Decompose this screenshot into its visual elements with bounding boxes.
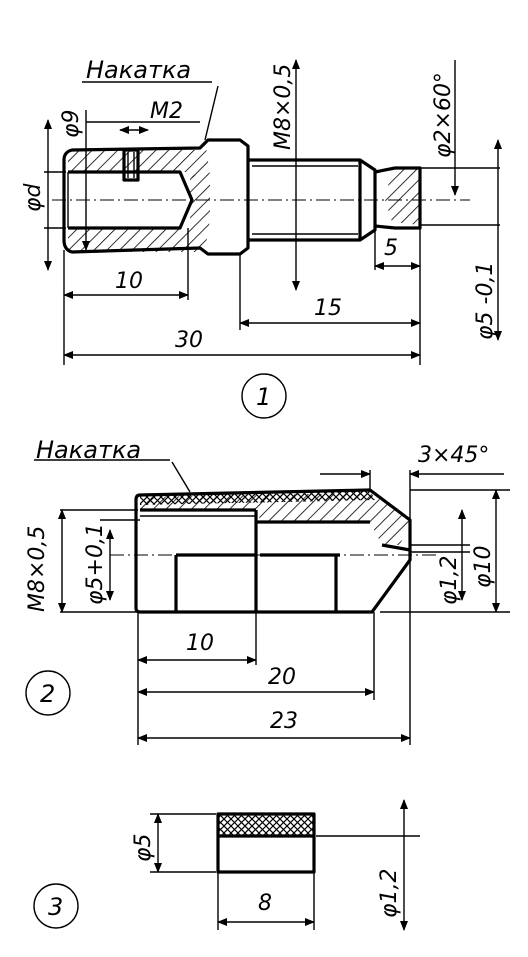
part1-knurl-label: Накатка (86, 56, 191, 84)
part1-number-circle (241, 373, 287, 419)
part2-dim-10: 10 (186, 631, 214, 656)
part1-head-outline (62, 138, 250, 256)
part1-tip (374, 166, 422, 230)
part1-dim-10: 10 (115, 269, 143, 294)
part1-dim-15: 15 (314, 296, 342, 321)
part2-dim-bore: φ5+0,1 (83, 523, 108, 605)
part-3: φ5 φ1,2 8 3 (33, 799, 420, 931)
part2-number-circle (25, 670, 71, 716)
part1-dim-phi5: φ5 -0,1 (473, 262, 498, 340)
part1-dim-chamfer-hole: φ2×60° (431, 72, 456, 158)
part2-dim-hole: φ1,2 (437, 556, 462, 606)
part1-dim-5: 5 (384, 236, 398, 261)
part2-dim-23: 23 (270, 709, 298, 734)
part1-m2-hole (122, 148, 140, 182)
part-1: φd φ9 M2 Накатка M8×0,5 φ2×60° φ5 -0,1 1… (21, 56, 502, 419)
part2-knurl-label: Накатка (36, 436, 141, 464)
part3-knurl (218, 814, 314, 836)
part2-dim-20: 20 (268, 665, 296, 690)
part2-outline (134, 488, 412, 614)
part1-dim-phid: φd (21, 182, 46, 212)
part3-number-circle (33, 883, 79, 929)
part2-section-wall (140, 493, 410, 545)
part1-number: 1 (256, 383, 271, 411)
part1-dim-30: 30 (175, 328, 203, 353)
part1-bore (68, 170, 194, 230)
part1-dim-m2: M2 (150, 99, 183, 124)
part-2: Накатка 3×45° M8×0,5 φ5+0,1 φ1,2 φ10 10 (25, 436, 510, 745)
part3-dim-8: 8 (258, 891, 272, 916)
part3-outline (216, 812, 316, 874)
part1-tip-section (385, 168, 420, 225)
part3-dim-phi5: φ5 (131, 833, 156, 862)
part3-dim-hole: φ1,2 (377, 869, 402, 919)
part1-section-cone (190, 175, 210, 222)
part2-dim-outer: φ10 (471, 545, 496, 588)
part2-dim-chamfer: 3×45° (418, 443, 489, 468)
part2-dim-thread: M8×0,5 (25, 526, 50, 612)
part2-number: 2 (40, 680, 55, 708)
part1-dim-thread: M8×0,5 (271, 64, 296, 150)
part1-dim-phi9: φ9 (59, 109, 84, 138)
part3-number: 3 (48, 893, 63, 921)
